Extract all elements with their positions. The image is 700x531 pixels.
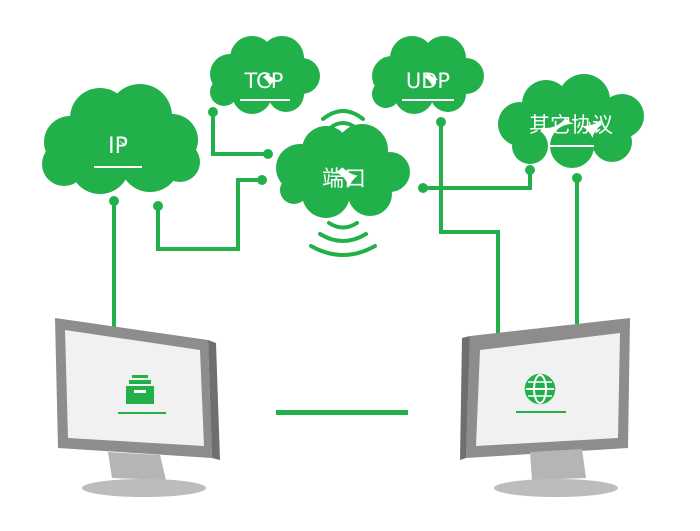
left-monitor xyxy=(55,318,220,497)
globe-icon xyxy=(524,373,556,405)
cloud-port xyxy=(276,124,410,218)
inbox-drawer-icon xyxy=(118,375,166,414)
line-ip-to-port xyxy=(156,178,262,251)
cloud-udp xyxy=(372,36,484,114)
cloud-label-other: 其它协议 xyxy=(529,113,613,137)
connection-lines xyxy=(112,112,579,333)
cloud-tcp xyxy=(210,36,320,114)
line-endpoints xyxy=(109,107,582,211)
cloud-underline-tcp xyxy=(240,99,290,101)
right-screen-underline xyxy=(516,411,566,413)
right-monitor xyxy=(460,318,630,497)
wifi-signal-icon xyxy=(309,109,377,257)
monitor-link-line xyxy=(276,410,408,415)
line-udp-to-right-monitor xyxy=(439,122,500,333)
line-tcp-to-port xyxy=(211,112,268,156)
cloud-underline-other xyxy=(548,145,594,147)
cloud-ip xyxy=(42,84,200,194)
cloud-label-ip: IP xyxy=(108,134,128,159)
cloud-label-port: 端口 xyxy=(322,167,366,192)
cloud-underline-ip xyxy=(94,166,142,168)
cloud-underline-udp xyxy=(402,99,454,101)
cloud-label-tcp: TCP xyxy=(244,69,284,93)
cloud-label-udp: UDP xyxy=(406,69,450,93)
line-port-to-other xyxy=(423,170,532,190)
